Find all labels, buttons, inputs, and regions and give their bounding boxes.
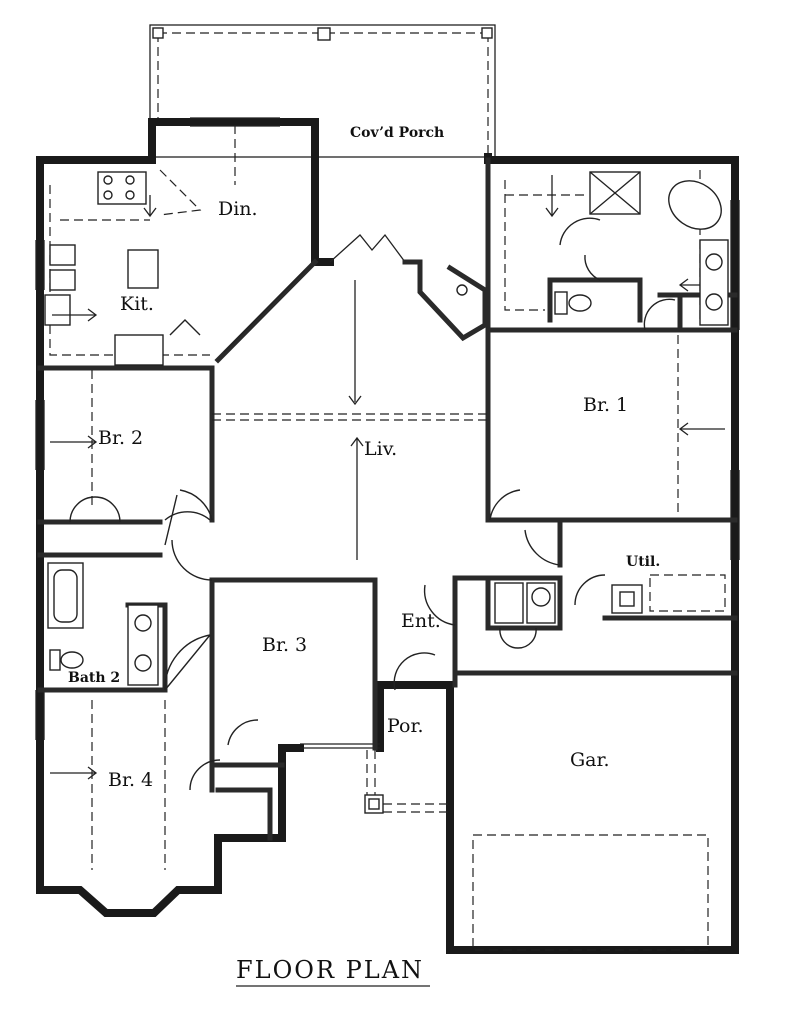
label-garage: Gar. bbox=[570, 749, 610, 771]
label-bedroom-4: Br. 4 bbox=[108, 769, 153, 791]
label-bedroom-1: Br. 1 bbox=[583, 394, 628, 416]
floor-plan-title: FLOOR PLAN bbox=[236, 956, 424, 984]
label-porch: Por. bbox=[387, 715, 424, 737]
label-bath-2: Bath 2 bbox=[68, 670, 120, 686]
label-bedroom-3: Br. 3 bbox=[262, 634, 307, 656]
label-dining: Din. bbox=[218, 198, 258, 220]
label-kitchen: Kit. bbox=[120, 293, 154, 315]
exterior-walls bbox=[36, 118, 739, 954]
direction-arrows bbox=[50, 175, 725, 780]
dashed-lines bbox=[49, 125, 701, 870]
label-living: Liv. bbox=[364, 438, 397, 460]
fixtures bbox=[44, 171, 729, 951]
plan-title: FLOOR PLAN bbox=[236, 956, 430, 987]
doors bbox=[69, 217, 676, 791]
covered-porch-outline bbox=[149, 24, 496, 158]
label-entry: Ent. bbox=[401, 610, 441, 632]
room-labels: Cov’d Porch Din. Kit. Br. 1 Br. 2 Liv. U… bbox=[68, 125, 660, 791]
interior-walls bbox=[37, 157, 738, 841]
label-utility: Util. bbox=[626, 554, 660, 570]
label-covered-porch: Cov’d Porch bbox=[350, 125, 444, 141]
label-bedroom-2: Br. 2 bbox=[98, 427, 143, 449]
